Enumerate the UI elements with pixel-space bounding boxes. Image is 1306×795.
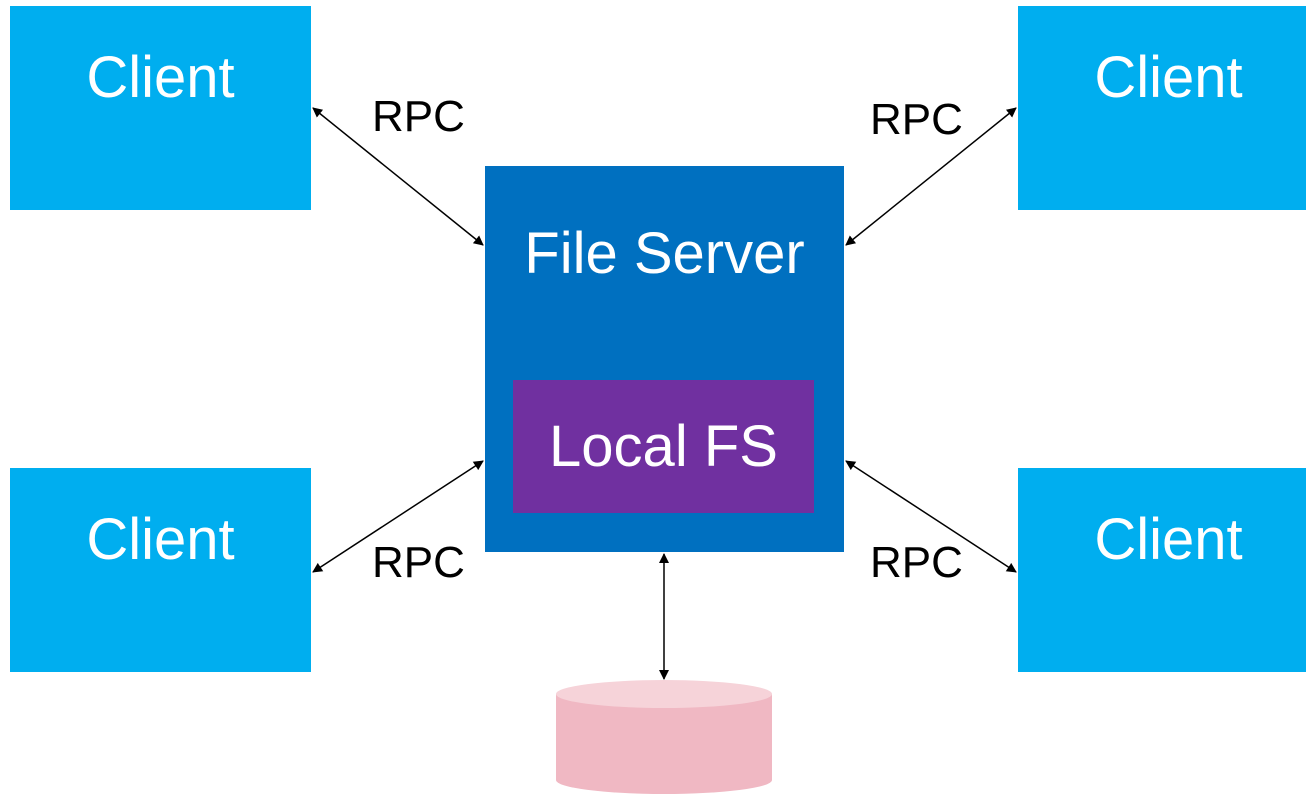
rpc-label-bottom-right: RPC — [870, 538, 963, 587]
rpc-arrow-top-left — [312, 107, 484, 246]
client-label: Client — [86, 45, 235, 110]
client-box-top-left: Client — [10, 6, 311, 210]
client-label: Client — [86, 507, 235, 572]
client-box-bottom-right: Client — [1018, 468, 1306, 672]
rpc-label-top-left: RPC — [372, 92, 465, 141]
client-box-bottom-left: Client — [10, 468, 311, 672]
client-label: Client — [1094, 45, 1243, 110]
rpc-label-top-right: RPC — [870, 95, 963, 144]
client-box-top-right: Client — [1018, 6, 1306, 210]
client-label: Client — [1094, 507, 1243, 572]
rpc-arrow-bottom-left — [312, 460, 484, 573]
file-server-label: File Server — [524, 221, 805, 286]
rpc-arrow-bottom-right — [845, 460, 1017, 573]
local-fs-label: Local FS — [549, 414, 778, 479]
disk-icon — [556, 680, 772, 794]
rpc-arrow-top-right — [845, 107, 1017, 246]
rpc-label-bottom-left: RPC — [372, 538, 465, 587]
local-fs-box: Local FS — [513, 380, 814, 513]
